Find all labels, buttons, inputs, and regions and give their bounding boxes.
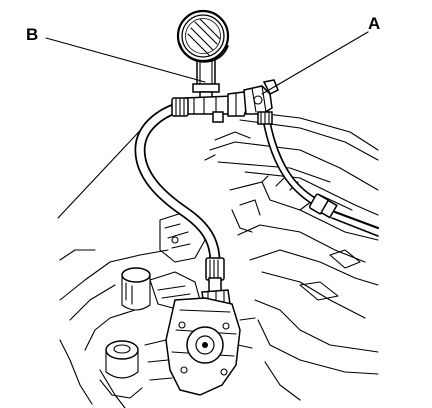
callout-label-a: A [368, 14, 380, 33]
valve-tee-fitting [171, 79, 279, 125]
callout-leaders [45, 31, 369, 95]
leader-line-b [45, 37, 206, 83]
pump-outlet-hose [262, 114, 324, 209]
pressure-hose [134, 100, 221, 268]
pressure-gauge [176, 9, 230, 101]
pump-fittings [144, 193, 380, 396]
callout-label-b: B [26, 25, 38, 44]
leader-line-a [261, 31, 369, 95]
engine-bay-outline [57, 94, 379, 408]
